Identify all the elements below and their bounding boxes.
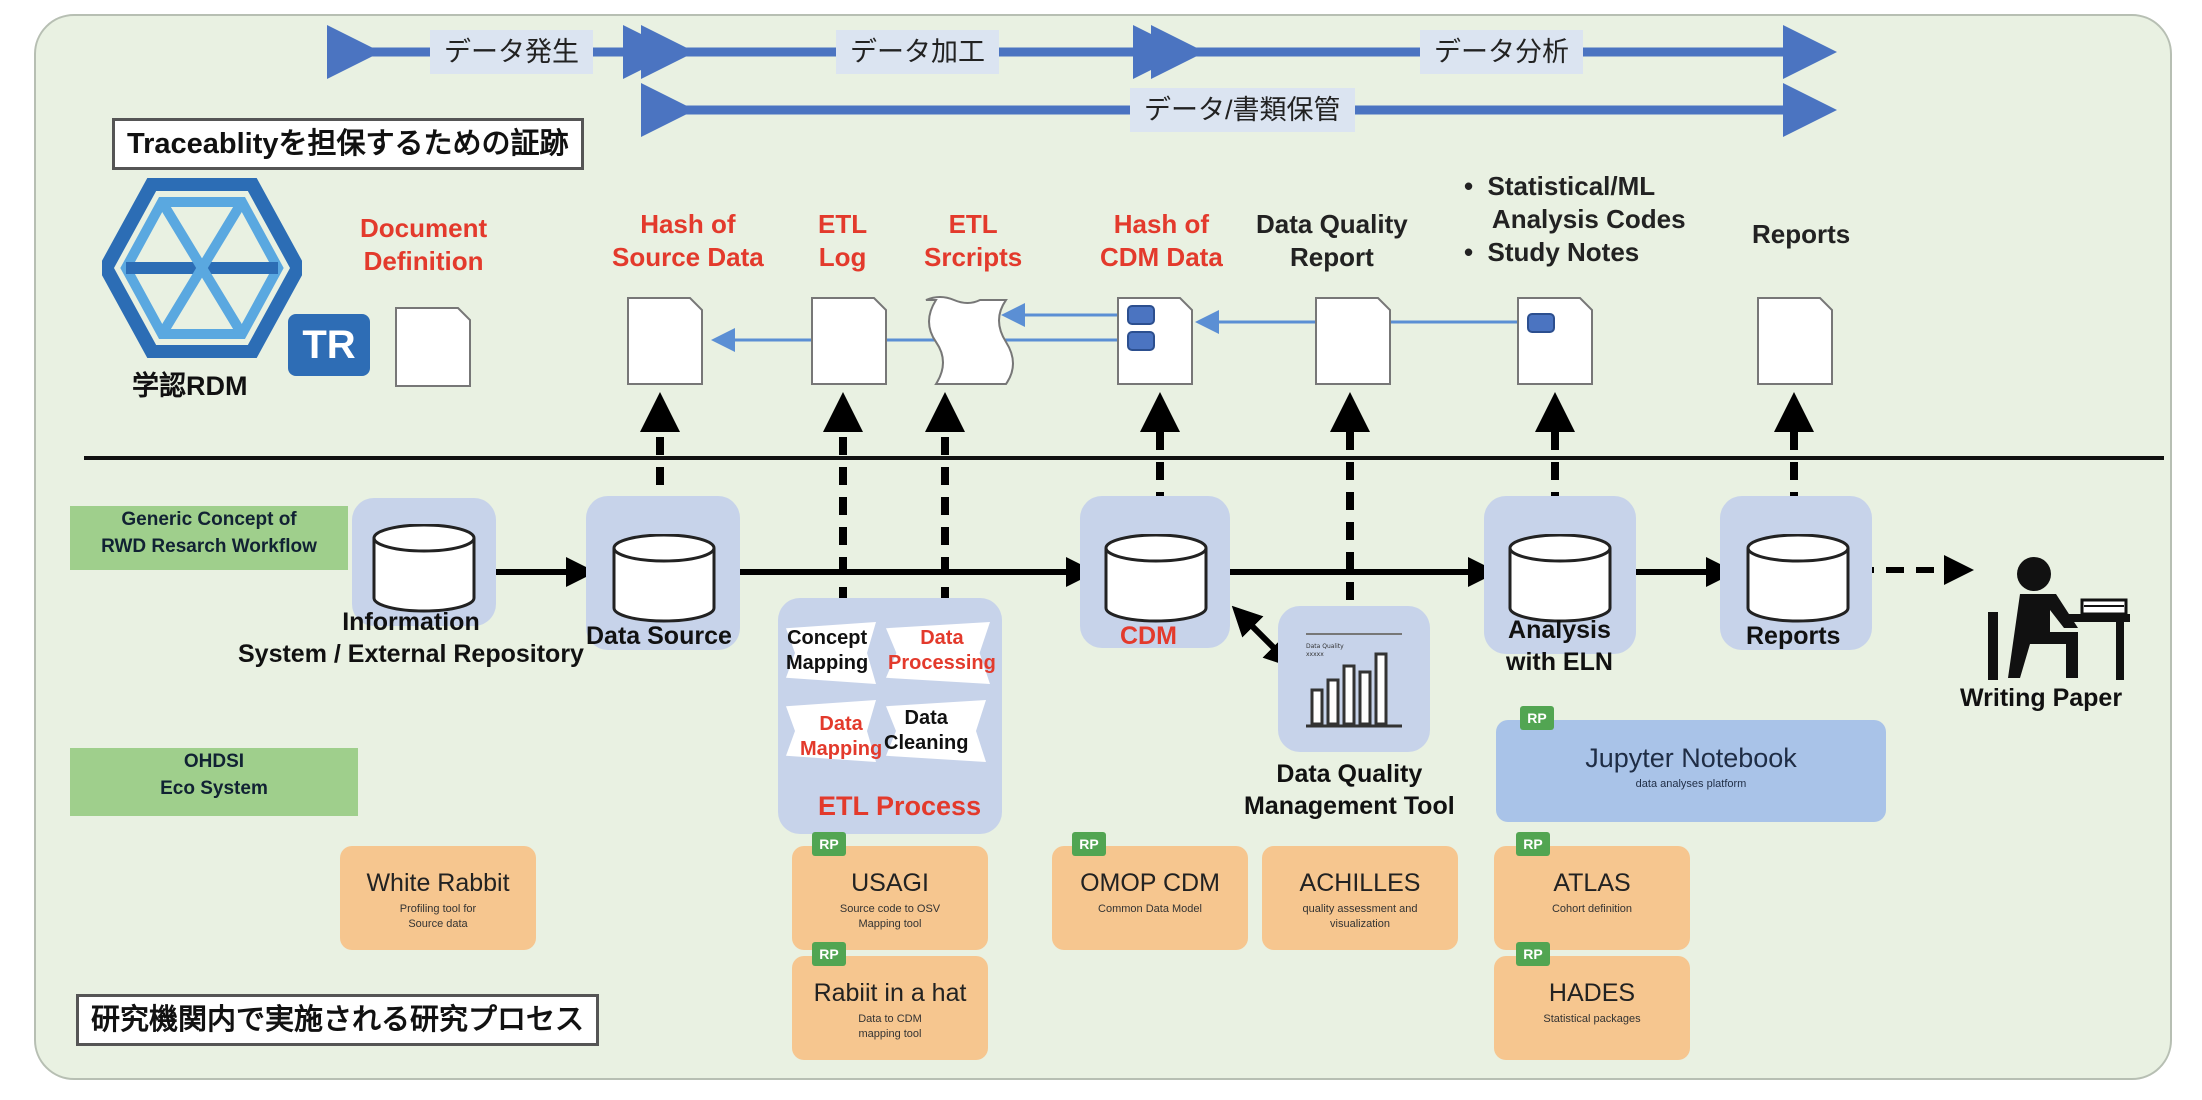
etl-piece-processing — [886, 622, 990, 684]
rp-badge-usagi: RP — [812, 832, 846, 856]
step-label-info-system: Information System / External Repository — [238, 608, 584, 668]
tool-white-rabbit[interactable]: White Rabbit Profiling tool for Source d… — [340, 846, 536, 950]
database-icon-cdm — [1104, 534, 1208, 623]
doc-icon-etl-log — [811, 297, 887, 385]
doc-icon-analysis — [1517, 297, 1593, 385]
phase-label-analysis: データ分析 — [1420, 30, 1583, 74]
rp-badge-rabbit: RP — [812, 942, 846, 966]
database-icon-reports — [1746, 534, 1850, 623]
tool-achilles[interactable]: ACHILLES quality assessment and visualiz… — [1262, 846, 1458, 950]
etl-process-title: ETL Process — [818, 791, 982, 821]
doc-icon-dq-report — [1315, 297, 1391, 385]
label-etl-log: ETL Log — [818, 209, 868, 272]
step-label-cdm: CDM — [1120, 622, 1177, 650]
phase-label-processing: データ加工 — [836, 30, 999, 74]
tool-name: USAGI — [851, 869, 929, 897]
tool-name: ATLAS — [1553, 869, 1631, 897]
doc-icon-definition — [395, 307, 471, 387]
tool-desc: Statistical packages — [1543, 1013, 1641, 1025]
tool-desc: quality assessment and visualization — [1302, 903, 1418, 930]
tool-omop-cdm[interactable]: OMOP CDM Common Data Model — [1052, 846, 1248, 950]
label-etl-scripts: ETL Srcripts — [924, 209, 1023, 272]
phase-label-generation: データ発生 — [430, 30, 593, 74]
step-label-writing: Writing Paper — [1960, 684, 2123, 712]
tool-name: OMOP CDM — [1080, 869, 1220, 897]
traceability-header: Traceablityを担保するための証跡 — [112, 118, 584, 170]
step-label-reports: Reports — [1746, 622, 1841, 650]
tool-name: White Rabbit — [366, 869, 510, 897]
label-document-definition: Document Definition — [360, 213, 488, 276]
rp-badge-hades: RP — [1516, 942, 1550, 966]
doc-icon-hash-source — [627, 297, 703, 385]
rp-badge-atlas: RP — [1516, 832, 1550, 856]
tool-name: HADES — [1548, 979, 1636, 1007]
etl-data-processing: Data Processing — [888, 627, 996, 674]
tool-jupyter[interactable]: Jupyter Notebook data analyses platform — [1496, 720, 1886, 822]
hash-token-2 — [1127, 331, 1155, 351]
etl-piece-mapping — [786, 700, 876, 762]
etl-piece-concept — [786, 622, 876, 684]
tool-desc: Cohort definition — [1551, 903, 1633, 915]
workflow-concept-tag: Generic Concept of RWD Resarch Workflow — [70, 506, 348, 570]
label-hash-cdm: Hash of CDM Data — [1100, 209, 1223, 272]
person-writing-icon — [1988, 557, 2130, 680]
tool-usagi[interactable]: USAGI Source code to OSV Mapping tool — [792, 846, 988, 950]
logo-name: 学認RDM — [132, 371, 248, 401]
ohdsi-ecosystem-tag: OHDSI Eco System — [70, 748, 358, 816]
tool-desc: Data to CDM mapping tool — [858, 1013, 922, 1040]
rp-badge-jupyter: RP — [1520, 706, 1554, 730]
doc-icon-etl-scripts — [925, 296, 1014, 385]
database-icon-analysis — [1508, 534, 1612, 623]
tool-atlas[interactable]: ATLAS Cohort definition — [1494, 846, 1690, 950]
research-process-header: 研究機関内で実施される研究プロセス — [76, 994, 600, 1046]
tool-hades[interactable]: HADES Statistical packages — [1494, 956, 1690, 1060]
database-icon-data-source — [612, 534, 716, 623]
step-label-analysis: Analysis with ELN — [1506, 616, 1613, 676]
hash-token-3 — [1527, 313, 1555, 333]
step-label-dq-tool: Data Quality Management Tool — [1244, 760, 1455, 820]
tr-badge: TR — [288, 314, 370, 376]
hash-token-1 — [1127, 305, 1155, 325]
tool-desc: Common Data Model — [1098, 903, 1202, 915]
step-label-data-source: Data Source — [586, 622, 732, 650]
phase-label-storage: データ/書類保管 — [1130, 88, 1355, 132]
tool-name: Jupyter Notebook — [1585, 743, 1797, 773]
etl-data-cleaning: Data Cleaning — [884, 707, 969, 754]
tool-name: ACHILLES — [1299, 869, 1421, 897]
database-icon-info-system — [372, 524, 476, 613]
gakunin-rdm-logo — [102, 178, 302, 358]
etl-data-mapping: Data Mapping — [800, 713, 883, 760]
label-hash-source: Hash of Source Data — [612, 209, 764, 272]
tool-desc: Source code to OSV Mapping tool — [839, 903, 941, 930]
label-dq-report: Data Quality Report — [1256, 209, 1408, 272]
etl-concept-mapping: Concept Mapping — [786, 627, 869, 674]
label-analysis-codes: • Statistical/ML Analysis Codes • Study … — [1464, 171, 1686, 267]
tool-rabbit-in-hat[interactable]: Rabiit in a hat Data to CDM mapping tool — [792, 956, 988, 1060]
tool-desc: Profiling tool for Source data — [399, 903, 477, 930]
tool-name: Rabiit in a hat — [813, 979, 967, 1007]
doc-icon-reports — [1757, 297, 1833, 385]
tool-desc: data analyses platform — [1635, 778, 1747, 790]
label-reports-artifact: Reports — [1752, 219, 1851, 249]
etl-piece-cleaning — [886, 700, 986, 762]
rp-badge-omop: RP — [1072, 832, 1106, 856]
